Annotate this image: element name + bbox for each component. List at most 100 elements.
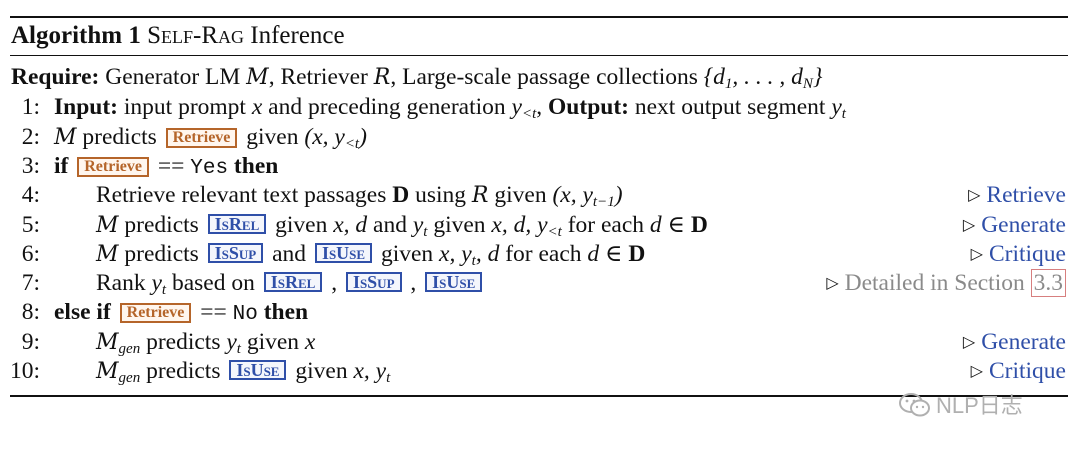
line-number: 10: <box>9 358 40 384</box>
section-link[interactable]: 3.3 <box>1030 269 1066 297</box>
line-text: predicts <box>146 329 221 355</box>
algorithm-line-9: 9: Mgen predicts yt given x ▷Generate <box>0 327 1072 357</box>
passages-symbol: D <box>690 212 708 238</box>
line-text: and preceding generation <box>268 94 506 120</box>
math-var: x <box>304 329 316 355</box>
keyword-if: if <box>54 153 69 179</box>
wechat-icon <box>899 393 930 417</box>
generator-gen-symbol: Mgen <box>96 359 141 386</box>
isuse-token: IsUse <box>314 243 373 263</box>
title-rule <box>10 55 1068 56</box>
algorithm-line-7: 7: Rank yt based on IsRel , IsSup , IsUs… <box>0 268 1072 298</box>
isrel-token: IsRel <box>263 272 323 292</box>
output-label: Output: <box>548 94 629 120</box>
algorithm-line-4: 4: Retrieve relevant text passages D usi… <box>0 180 1072 210</box>
comment-section: ▷Detailed in Section 3.3 <box>826 268 1066 299</box>
line-text: given <box>246 124 299 150</box>
isuse-token: IsUse <box>229 360 287 380</box>
triangle-right-icon: ▷ <box>968 187 981 204</box>
line-text: predicts <box>124 212 199 238</box>
triangle-right-icon: ▷ <box>970 363 983 380</box>
math-var: y<t <box>511 94 537 122</box>
line-text: Rank <box>96 270 146 296</box>
triangle-right-icon: ▷ <box>826 275 839 292</box>
issup-token: IsSup <box>345 272 402 292</box>
math-var: yt <box>226 329 241 357</box>
algorithm-line-5: 5: M predicts IsRel given x, d and yt gi… <box>0 210 1072 240</box>
separator: , <box>410 270 417 296</box>
line-number: 6: <box>21 241 40 267</box>
line-text: using <box>415 182 467 208</box>
line-text: predicts <box>146 358 221 384</box>
bottom-rule <box>10 395 1068 397</box>
line-text: and <box>373 212 407 238</box>
passage-set: {d1, . . . , dN} <box>703 64 823 92</box>
passages-symbol: D <box>628 241 646 267</box>
math-var: x, yt <box>353 358 391 386</box>
line-number: 5: <box>21 212 40 238</box>
math-var: x, d <box>333 212 368 238</box>
generator-symbol: M <box>96 213 119 238</box>
require-text: , Large-scale passage collections <box>390 64 698 90</box>
line-text: given <box>275 212 328 238</box>
line-text: given <box>246 329 300 355</box>
value-no: No <box>232 303 258 326</box>
input-label: Input: <box>54 94 119 120</box>
line-text: for each <box>505 241 582 267</box>
generator-symbol: M <box>246 65 269 90</box>
comment-critique: ▷Critique <box>971 356 1066 387</box>
retriever-symbol: R <box>373 65 391 90</box>
algorithm-line-2: 2: M predicts Retrieve given (x, y<t) <box>0 122 1072 152</box>
require-text: Generator LM <box>105 64 241 90</box>
comment-generate: ▷ Generate <box>963 210 1066 241</box>
separator: , <box>331 270 338 296</box>
generator-symbol: M <box>96 242 119 267</box>
algorithm-line-8: 8: else if Retrieve == No then <box>0 297 1072 327</box>
triangle-right-icon: ▷ <box>962 217 976 234</box>
algorithm-line-3: 3: if Retrieve == Yes then <box>0 151 1072 181</box>
top-rule <box>10 16 1068 18</box>
equals-op: == <box>200 299 227 325</box>
require-line: Require: Generator LM M, Retriever R, La… <box>11 62 1080 92</box>
comment-retrieve: ▷ Retrieve <box>968 180 1066 211</box>
retrieve-token: Retrieve <box>165 128 238 148</box>
line-number: 9: <box>21 329 40 355</box>
math-var: x <box>251 94 263 120</box>
algorithm-line-10: 10: Mgen predicts IsUse given x, yt ▷Cri… <box>0 356 1072 386</box>
issup-token: IsSup <box>207 243 264 263</box>
line-text: , <box>536 94 543 120</box>
comment-text: Critique <box>988 241 1066 267</box>
line-text: given <box>380 241 434 267</box>
isuse-token: IsUse <box>425 272 483 292</box>
math-var: d ∈ <box>649 212 685 238</box>
math-var: d ∈ <box>587 241 623 267</box>
isrel-token: IsRel <box>207 214 267 234</box>
comment-generate: ▷Generate <box>963 327 1066 358</box>
math-var: x, d, y<t <box>491 212 562 240</box>
line-text: for each <box>567 212 645 238</box>
comment-text: Retrieve <box>986 182 1066 208</box>
algorithm-line-1: 1: Input: input prompt x and preceding g… <box>0 92 1072 122</box>
retriever-symbol: R <box>471 183 489 208</box>
line-text: predicts <box>124 241 199 267</box>
passages-symbol: D <box>392 182 410 208</box>
line-text: and <box>272 241 307 267</box>
comment-text: Generate <box>981 329 1066 355</box>
math-args: (x, yt−1) <box>552 182 623 210</box>
line-number: 7: <box>21 270 40 296</box>
line-text: based on <box>171 270 255 296</box>
algorithm-line-6: 6: M predicts IsSup and IsUse given x, y… <box>0 239 1072 269</box>
triangle-right-icon: ▷ <box>970 246 983 263</box>
line-number: 8: <box>21 299 40 325</box>
math-var: yt <box>151 270 167 298</box>
line-text: input prompt <box>123 94 246 120</box>
line-text: next output segment <box>634 94 826 120</box>
keyword-then: then <box>233 153 279 179</box>
algorithm-name: Self-Rag <box>147 22 245 49</box>
keyword-else-if: else if <box>54 299 111 325</box>
line-text: given <box>494 182 547 208</box>
algorithm-label: Algorithm 1 <box>11 22 141 49</box>
generator-symbol: M <box>54 125 77 150</box>
algorithm-name-rest: Inference <box>250 22 345 49</box>
comment-text: Generate <box>981 212 1066 238</box>
